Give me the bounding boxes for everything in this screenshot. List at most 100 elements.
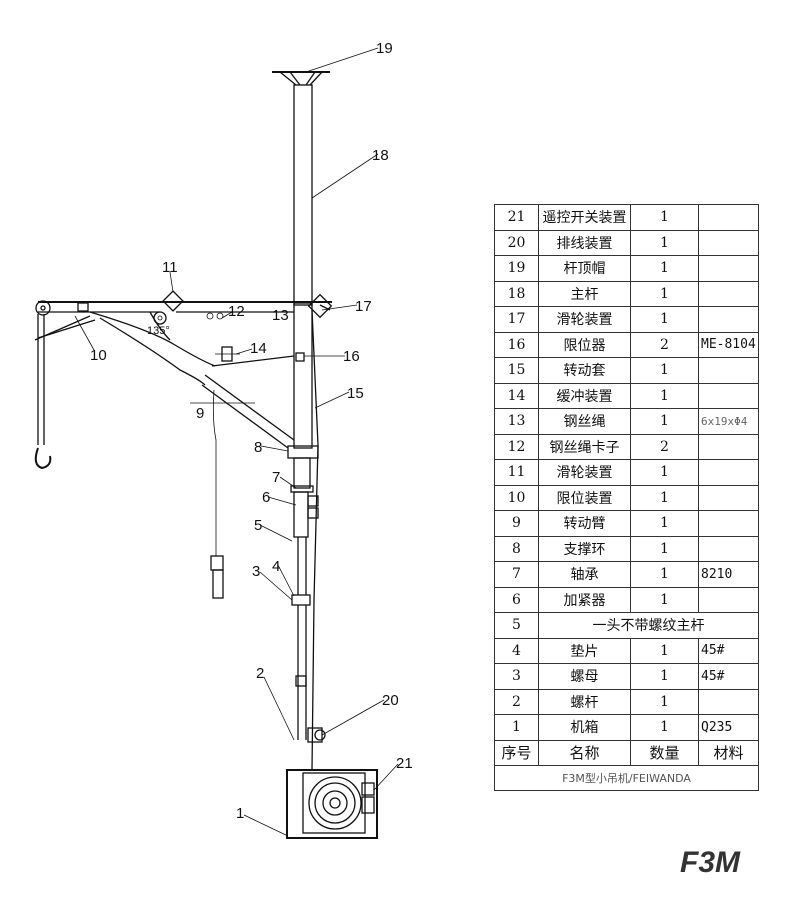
row-name: 滑轮装置 [538, 459, 631, 486]
row-material: 45# [698, 637, 759, 664]
callout-17: 17 [355, 298, 372, 315]
row-name: 钢丝绳 [538, 408, 631, 435]
row-no: 11 [494, 459, 539, 486]
row-qty: 1 [630, 357, 699, 384]
row-no: 9 [494, 510, 539, 537]
header-material: 材料 [698, 739, 759, 766]
callout-21: 21 [396, 755, 413, 772]
row-material [698, 535, 759, 562]
row-material: 6x19xΦ4 [698, 408, 759, 435]
pole-top-cap [272, 71, 330, 86]
row-name: 转动套 [538, 357, 631, 384]
row-material: 8210 [698, 561, 759, 588]
main-pole-upper [293, 84, 313, 306]
row-qty: 1 [630, 280, 699, 307]
row-no: 12 [494, 433, 539, 460]
row-name: 杆顶帽 [538, 255, 631, 282]
row-no: 16 [494, 331, 539, 358]
row-material [698, 433, 759, 460]
row-material [698, 255, 759, 282]
row-material [698, 357, 759, 384]
callout-9: 9 [196, 405, 204, 422]
header-name: 名称 [538, 739, 631, 766]
hook [34, 314, 52, 470]
row-qty: 1 [630, 204, 699, 231]
row-no: 17 [494, 306, 539, 333]
callout-3: 3 [252, 563, 260, 580]
table-footer: F3M型小吊机/FEIWANDA [494, 765, 759, 791]
jib-arm [34, 290, 333, 599]
row-name: 限位器 [538, 331, 631, 358]
rotating-sleeve [311, 304, 331, 771]
angle-label: 135° [147, 325, 170, 337]
callout-7: 7 [272, 469, 280, 486]
row-material: Q235 [698, 714, 759, 741]
callout-11: 11 [162, 259, 178, 276]
callout-4: 4 [272, 558, 280, 575]
callout-20: 20 [382, 692, 399, 709]
callout-16: 16 [343, 348, 360, 365]
row-name: 转动臂 [538, 510, 631, 537]
callout-8: 8 [254, 439, 262, 456]
row-no: 2 [494, 688, 539, 715]
row-qty: 1 [630, 382, 699, 409]
row-no: 6 [494, 586, 539, 613]
row-no: 18 [494, 280, 539, 307]
row-material [698, 280, 759, 307]
row-no: 13 [494, 408, 539, 435]
row-no: 19 [494, 255, 539, 282]
table-footer-row: F3M型小吊机/FEIWANDA [494, 765, 759, 791]
callout-14: 14 [250, 340, 267, 357]
row-material [698, 510, 759, 537]
row-qty: 1 [630, 510, 699, 537]
leader-lines [74, 47, 399, 837]
row-material [698, 229, 759, 256]
row-qty: 1 [630, 714, 699, 741]
row-name: 排线装置 [538, 229, 631, 256]
row-qty: 1 [630, 637, 699, 664]
row-qty: 1 [630, 688, 699, 715]
row-no: 4 [494, 637, 539, 664]
callout-2: 2 [256, 665, 264, 682]
row-material [698, 382, 759, 409]
row-qty: 1 [630, 561, 699, 588]
row-no: 5 [494, 612, 539, 639]
callout-12: 12 [228, 303, 245, 320]
row-material [698, 484, 759, 511]
callout-6: 6 [262, 489, 270, 506]
row-name: 滑轮装置 [538, 306, 631, 333]
row-no: 8 [494, 535, 539, 562]
row-qty: 1 [630, 408, 699, 435]
table-header-row: 序号 名称 数量 材料 [494, 739, 759, 766]
row-no: 1 [494, 714, 539, 741]
row-name: 轴承 [538, 561, 631, 588]
callout-13: 13 [272, 307, 289, 324]
callout-5: 5 [254, 517, 262, 534]
row-name: 钢丝绳卡子 [538, 433, 631, 460]
header-no: 序号 [494, 739, 539, 766]
row-no: 7 [494, 561, 539, 588]
row-no: 14 [494, 382, 539, 409]
row-no: 20 [494, 229, 539, 256]
row-qty: 1 [630, 586, 699, 613]
row-name: 一头不带螺纹主杆 [538, 612, 759, 639]
row-name: 支撑环 [538, 535, 631, 562]
callout-18: 18 [372, 147, 389, 164]
row-qty: 1 [630, 459, 699, 486]
machine-box [286, 769, 378, 839]
